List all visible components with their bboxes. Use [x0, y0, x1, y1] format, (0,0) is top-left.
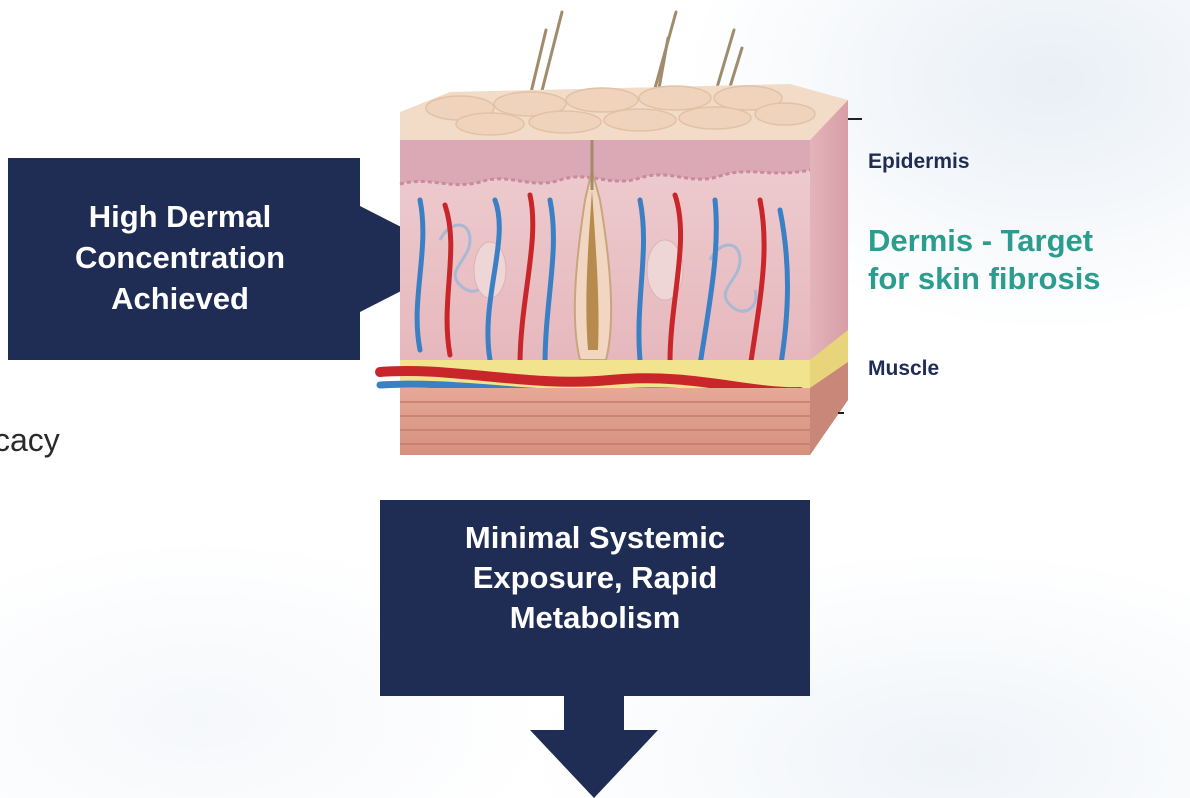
systemic-line-1: Minimal Systemic: [380, 518, 810, 558]
epidermis-label: Epidermis: [868, 150, 970, 174]
muscle-tick: [838, 412, 844, 414]
dermal-line-3: Achieved: [30, 278, 330, 319]
dermis-label-line-1: Dermis - Target: [868, 222, 1188, 260]
dermis-label: Dermis - Target for skin fibrosis: [868, 222, 1188, 298]
down-arrow: [530, 696, 658, 798]
systemic-line-2: Exposure, Rapid: [380, 558, 810, 598]
muscle-layer: [400, 388, 810, 455]
epidermis-tick: [848, 118, 862, 120]
systemic-line-3: Metabolism: [380, 598, 810, 638]
dermis-label-line-2: for skin fibrosis: [868, 260, 1188, 298]
muscle-label: Muscle: [868, 357, 939, 381]
dermal-callout-text: High Dermal Concentration Achieved: [30, 196, 330, 319]
dermal-line-2: Concentration: [30, 237, 330, 278]
skin-cross-section-diagram: [370, 0, 850, 470]
systemic-callout-text: Minimal Systemic Exposure, Rapid Metabol…: [380, 518, 810, 638]
clipped-body-text: cacy: [0, 420, 60, 460]
dermal-line-1: High Dermal: [30, 196, 330, 237]
